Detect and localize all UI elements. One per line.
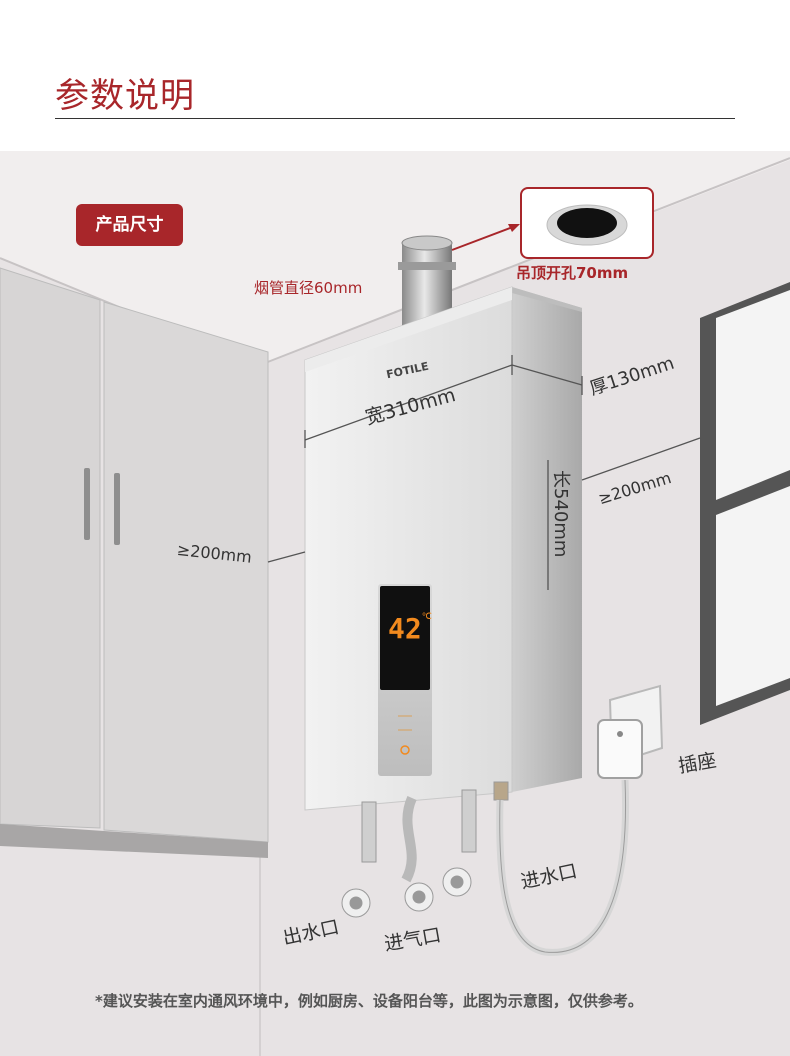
cabinet-handle-right (114, 473, 120, 545)
right-clearance-line (581, 437, 701, 481)
window (700, 282, 790, 725)
heater-side (512, 287, 582, 792)
bottom-pipes (341, 781, 509, 918)
ceiling-hole-callout (520, 187, 654, 259)
socket-icon (597, 684, 664, 779)
callout-arrow (451, 224, 519, 251)
depth-line (511, 364, 583, 386)
install-illustration (0, 151, 790, 1056)
height-label: 长540mm (550, 470, 571, 558)
title-divider (55, 118, 735, 119)
left-clearance-line (267, 551, 306, 563)
cabinet-handle-left (84, 468, 90, 540)
display-temp: 42℃ (388, 612, 432, 645)
footnote: *建议安装在室内通风环境中，例如厨房、设备阳台等，此图为示意图，仅供参考。 (95, 992, 643, 1010)
page-title: 参数说明 (55, 76, 195, 116)
temp-value: 42 (388, 612, 422, 645)
width-line (304, 364, 513, 441)
ceiling-hole-icon (546, 204, 628, 246)
ceiling-hole-label: 吊顶开孔70mm (516, 264, 629, 282)
wall-cabinet (0, 267, 269, 858)
display-screen (380, 586, 430, 690)
product-size-badge: 产品尺寸 (76, 204, 183, 246)
temp-unit: ℃ (421, 612, 432, 622)
flue-diameter-label: 烟管直径60mm (254, 279, 363, 297)
